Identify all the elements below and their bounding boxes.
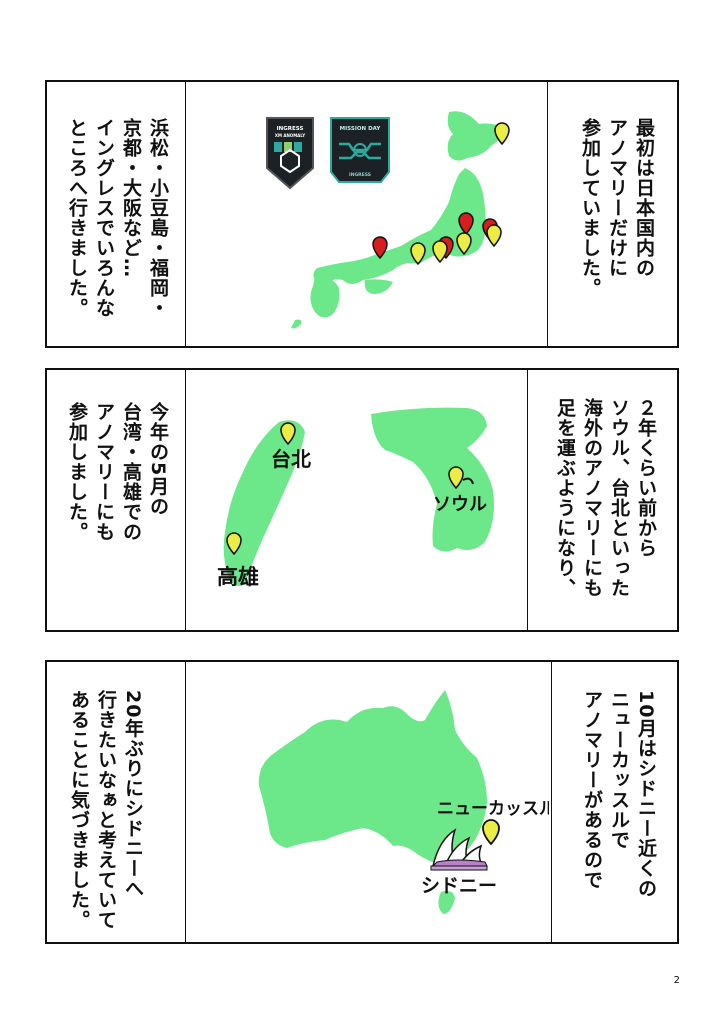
map-pin-icon: [372, 236, 388, 260]
seoul-label: ソウル: [433, 494, 487, 515]
mission-day-badge: MISSION DAY INGRESS: [330, 117, 390, 183]
badge2-text-2: INGRESS: [349, 172, 371, 178]
map-pin-icon: [456, 232, 472, 256]
panel-taiwan-korea: ２年くらい前から ソウル、台北といった 海外のアノマリーにも 足を運ぶようになり…: [45, 368, 679, 632]
badge-text-2: XM ANOMALY: [275, 133, 305, 138]
map-pin-icon: [432, 240, 448, 264]
narration-right: ２年くらい前から ソウル、台北といった 海外のアノマリーにも 足を運ぶようになり…: [554, 398, 657, 598]
taipei-pin-icon: [280, 422, 296, 446]
japan-map-svg: INGRESS XM ANOMALY MISSION DAY INGRESS: [266, 111, 510, 329]
panel-divider-left: [185, 662, 186, 942]
narration-left: 浜松・小豆島・福岡・ 京都・大阪など… イングレスでいろんな ところへ行きました…: [66, 118, 169, 318]
sydney-label: シドニー: [421, 875, 497, 897]
okinawa-land: [291, 319, 302, 329]
pins: [372, 122, 510, 266]
kaohsiung-pin-icon: [226, 532, 242, 556]
taiwan-korea-map-svg: 台北 ソウル 高雄: [217, 407, 494, 589]
narration-left: 今年の5月の 台湾・高雄での アノマリーにも 参加しました。: [66, 402, 169, 542]
shikoku-land: [364, 279, 393, 294]
hokkaido-land: [447, 111, 505, 161]
panel-divider-right: [547, 82, 548, 346]
australia-map-svg: ニューカッスル シドニー: [258, 690, 549, 914]
panel-divider-left: [185, 82, 186, 346]
map-pin-icon: [410, 242, 426, 266]
seoul-leader-line: [462, 477, 474, 485]
map-pin-icon: [458, 212, 474, 236]
kyushu-land: [310, 276, 340, 318]
honshu-land: [313, 168, 486, 284]
badge-text-1: INGRESS: [277, 126, 304, 132]
tasmania-land: [438, 890, 455, 914]
panel-japan: 最初は日本国内の アノマリーだけに 参加していました。 浜松・小豆島・福岡・ 京…: [45, 80, 679, 348]
xm-anomaly-badge: INGRESS XM ANOMALY: [266, 117, 314, 190]
badge2-text-1: MISSION DAY: [340, 126, 382, 132]
map-pin-icon: [494, 122, 510, 146]
taiwan-korea-map: 台北 ソウル 高雄: [187, 370, 525, 630]
narration-left: 20年ぶりにシドニーへ 行きたいなぁと考えていて あることに気づきました。: [68, 690, 144, 930]
page-number: 2: [673, 975, 680, 986]
australia-land: [258, 690, 487, 866]
panel-divider-left: [185, 370, 186, 630]
opera-house-icon: [430, 828, 488, 871]
panel-divider-right: [527, 370, 528, 630]
narration-right: 10月はシドニー近くの ニューカッスルで アノマリーがあるので: [581, 690, 657, 899]
newcastle-pin-icon: [482, 819, 500, 846]
taipei-label: 台北: [271, 447, 311, 471]
korea-land: [371, 407, 494, 552]
narration-right: 最初は日本国内の アノマリーだけに 参加していました。: [579, 118, 655, 298]
australia-map: ニューカッスル シドニー: [187, 662, 549, 942]
seoul-pin-icon: [448, 466, 464, 490]
map-pin-icon: [486, 224, 502, 248]
taiwan-land: [223, 420, 305, 586]
kaohsiung-label: 高雄: [217, 565, 259, 589]
japan-map: INGRESS XM ANOMALY MISSION DAY INGRESS: [187, 82, 545, 346]
panel-australia: 10月はシドニー近くの ニューカッスルで アノマリーがあるので 20年ぶりにシド…: [45, 660, 679, 944]
panel-divider-right: [551, 662, 552, 942]
newcastle-label: ニューカッスル: [437, 799, 549, 819]
